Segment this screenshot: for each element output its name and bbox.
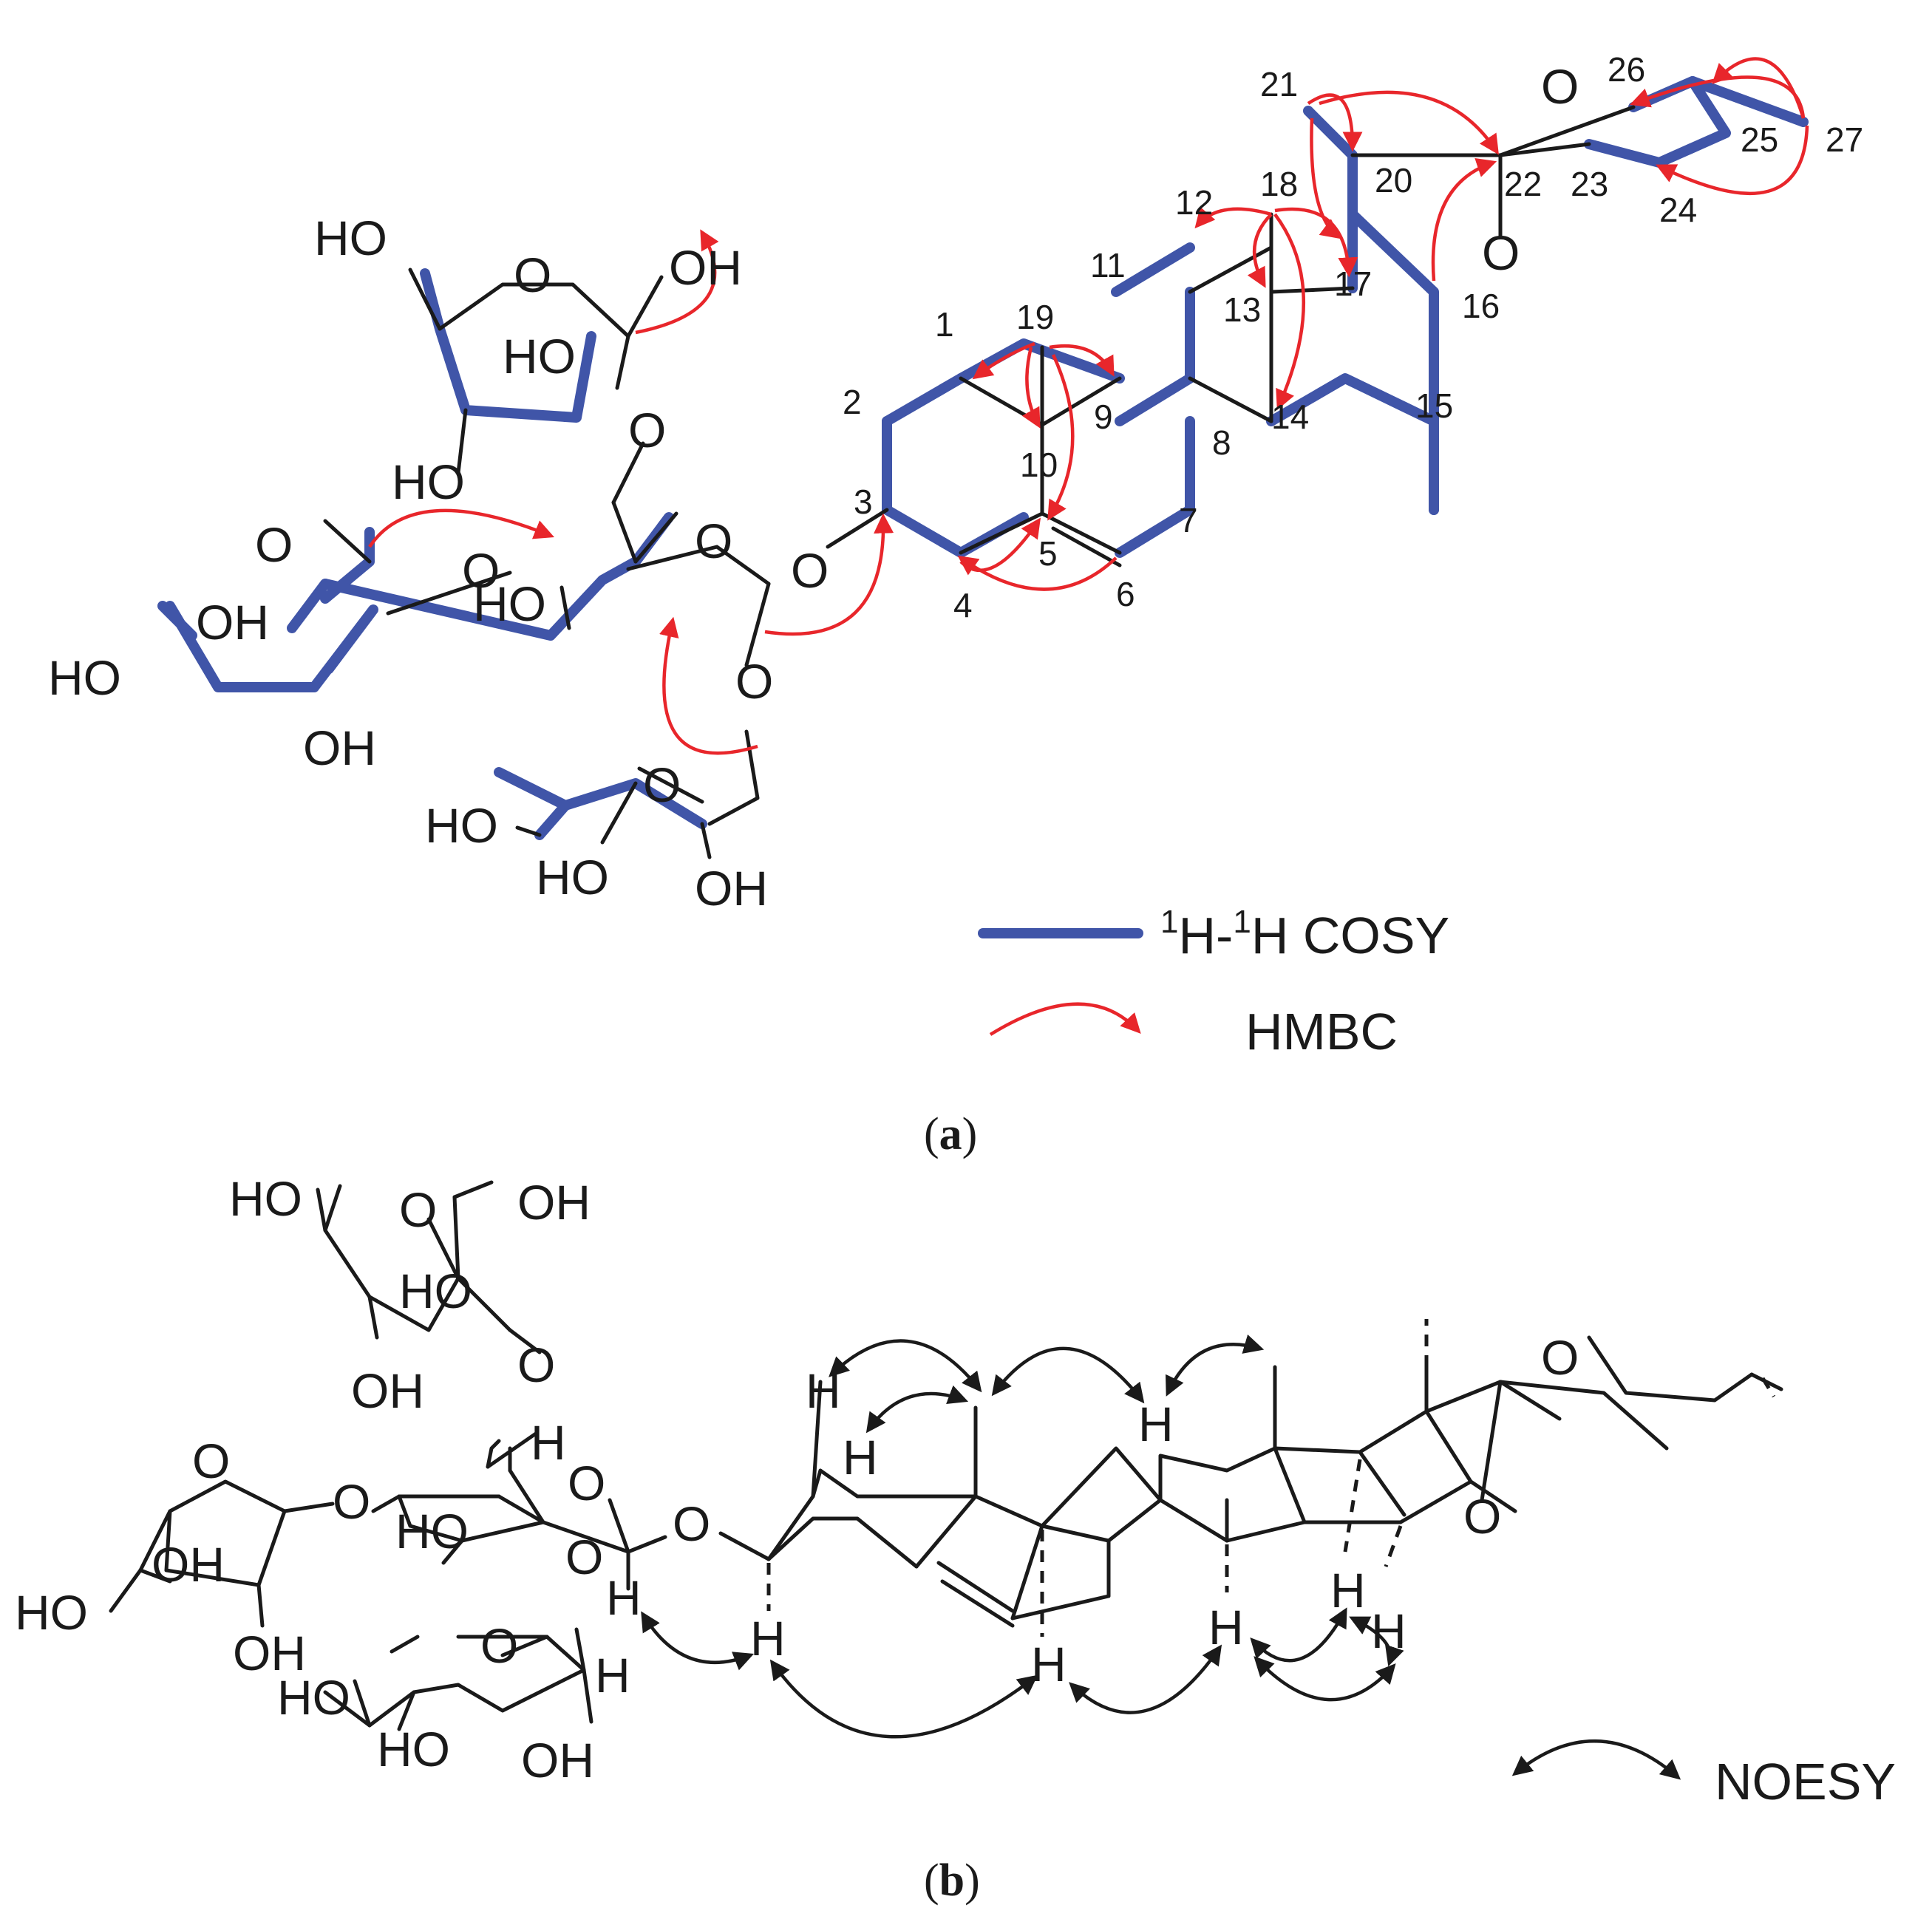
carbon-number: 14 xyxy=(1271,398,1309,436)
oxygen-atom: O xyxy=(1541,59,1579,114)
panel-b: H H H H H H H H H H H O O O O O O O O O … xyxy=(15,1171,1896,1906)
hydrogen-atom: H xyxy=(843,1430,878,1485)
carbon-number: 9 xyxy=(1094,398,1113,436)
hydroxyl-label: OH xyxy=(521,1733,594,1788)
hydroxyl-label: OH xyxy=(152,1537,225,1592)
hydroxyl-label: OH xyxy=(517,1175,591,1230)
hydroxyl-label: HO xyxy=(395,1504,469,1558)
hydroxyl-label: OH xyxy=(695,861,768,916)
hydroxyl-label: HO xyxy=(473,576,546,631)
carbon-number: 20 xyxy=(1375,161,1412,200)
oxygen-atom: O xyxy=(192,1434,230,1488)
hydrogen-atom: H xyxy=(806,1363,841,1418)
carbon-number: 13 xyxy=(1223,290,1261,329)
hydroxyl-label: HO xyxy=(399,1264,472,1318)
oxygen-atom: O xyxy=(1463,1489,1501,1544)
carbon-number: 27 xyxy=(1826,120,1863,159)
atom-labels-a: O O O O O O O O O O HO OH HO HO HO OH HO… xyxy=(48,59,1579,916)
hydroxyl-label: HO xyxy=(425,798,498,853)
noesy-legend-arrow xyxy=(1511,1739,1681,1780)
carbon-number: 15 xyxy=(1415,386,1453,425)
caption-b: (b) xyxy=(924,1855,980,1906)
oxygen-atom: O xyxy=(643,757,681,812)
carbon-number: 19 xyxy=(1016,298,1054,336)
oxygen-atom: O xyxy=(791,543,829,598)
hmbc-legend-label: HMBC xyxy=(1245,1003,1398,1060)
caption-a: (a) xyxy=(924,1109,977,1159)
carbon-number: 23 xyxy=(1571,165,1608,203)
noesy-arrows xyxy=(641,1334,1681,1780)
oxygen-atom: O xyxy=(399,1182,437,1237)
cosy-legend-label: 1H-1H COSY xyxy=(1160,904,1449,964)
hydrogen-atom: H xyxy=(1138,1397,1174,1451)
atom-labels-b: H H H H H H H H H H H O O O O O O O O O … xyxy=(15,1171,1579,1788)
oxygen-atom: O xyxy=(462,543,500,598)
carbon-number: 10 xyxy=(1020,446,1058,484)
hydroxyl-label: OH xyxy=(669,240,742,295)
carbon-number: 1 xyxy=(935,305,954,344)
oxygen-atom: O xyxy=(628,403,666,457)
oxygen-atom: O xyxy=(333,1474,370,1529)
panel-a: 1 2 3 4 5 6 7 8 9 10 11 12 13 14 15 16 1… xyxy=(48,50,1863,1159)
skeleton-bonds-b xyxy=(109,1180,1783,1731)
hydroxyl-label: HO xyxy=(377,1722,450,1776)
oxygen-atom: O xyxy=(568,1456,605,1510)
carbon-number: 16 xyxy=(1462,287,1500,325)
hydroxyl-label: HO xyxy=(15,1585,88,1640)
hydroxyl-label: OH xyxy=(351,1363,424,1418)
carbon-number: 7 xyxy=(1179,501,1198,539)
hydrogen-atom: H xyxy=(606,1570,642,1625)
carbon-number: 18 xyxy=(1260,165,1298,203)
carbon-number: 26 xyxy=(1608,50,1645,89)
hydroxyl-label: HO xyxy=(229,1171,302,1226)
oxygen-atom: O xyxy=(673,1496,710,1551)
carbon-number: 22 xyxy=(1504,165,1542,203)
carbon-number: 4 xyxy=(953,586,973,624)
hmbc-arrows xyxy=(368,57,1809,1036)
hydroxyl-label: HO xyxy=(48,650,121,705)
hydroxyl-label: OH xyxy=(233,1626,306,1680)
carbon-number: 21 xyxy=(1260,65,1298,103)
hydroxyl-label: HO xyxy=(392,454,465,509)
hydrogen-atom: H xyxy=(1208,1600,1244,1655)
oxygen-atom: O xyxy=(255,517,293,572)
carbon-number: 11 xyxy=(1090,246,1126,284)
hydrogen-atom: H xyxy=(1371,1604,1407,1658)
oxygen-atom: O xyxy=(514,248,551,302)
hydroxyl-label: HO xyxy=(277,1670,350,1725)
carbon-number: 3 xyxy=(854,483,873,521)
carbon-number: 24 xyxy=(1659,191,1697,229)
skeleton-bonds-a xyxy=(323,105,1636,859)
carbon-number: 17 xyxy=(1334,265,1372,303)
carbon-number: 2 xyxy=(843,383,862,421)
oxygen-atom: O xyxy=(1541,1330,1579,1385)
hydroxyl-label: OH xyxy=(196,595,269,650)
hydroxyl-label: HO xyxy=(536,850,609,904)
hydroxyl-label: HO xyxy=(503,329,576,384)
legend-a: 1H-1H COSY HMBC xyxy=(1160,904,1449,1060)
hydrogen-atom: H xyxy=(1330,1563,1366,1618)
oxygen-atom: O xyxy=(1482,225,1520,280)
hydroxyl-label: OH xyxy=(303,720,376,775)
carbon-numbers: 1 2 3 4 5 6 7 8 9 10 11 12 13 14 15 16 1… xyxy=(843,50,1863,624)
hydrogen-atom: H xyxy=(595,1648,630,1703)
carbon-number: 5 xyxy=(1038,534,1058,573)
oxygen-atom: O xyxy=(565,1530,603,1584)
hmbc-legend-arrow xyxy=(989,1002,1141,1036)
carbon-number: 8 xyxy=(1212,423,1231,462)
hydrogen-atom: H xyxy=(750,1611,786,1666)
oxygen-atom: O xyxy=(480,1618,518,1673)
hydrogen-atom: H xyxy=(1031,1637,1067,1691)
oxygen-atom: O xyxy=(517,1337,555,1392)
carbon-number: 12 xyxy=(1175,183,1213,222)
carbon-number: 25 xyxy=(1741,120,1778,159)
hydroxyl-label: HO xyxy=(314,211,387,265)
carbon-number: 6 xyxy=(1116,575,1135,613)
oxygen-atom: O xyxy=(695,514,732,568)
oxygen-atom: O xyxy=(735,654,773,709)
noesy-legend-label: NOESY xyxy=(1715,1753,1896,1810)
hydrogen-atom: H xyxy=(531,1415,566,1470)
